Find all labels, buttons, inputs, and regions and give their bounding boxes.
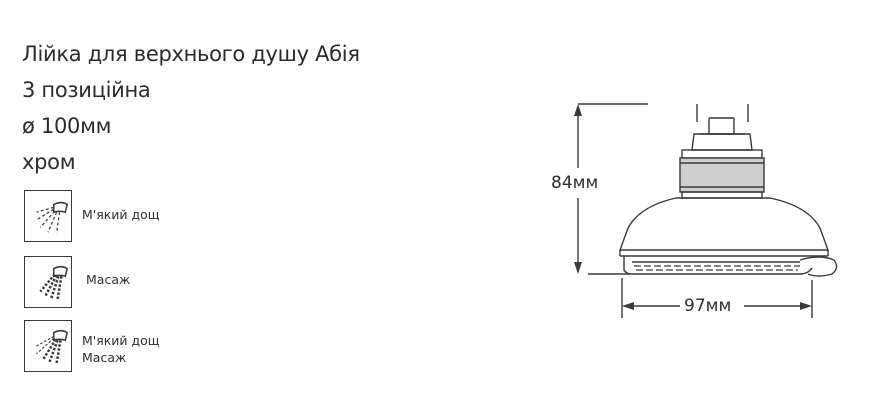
massage-icon [24,256,72,308]
swivel-collar [679,133,765,199]
product-title: Лійка для верхнього душу Абія 3 позиційн… [22,36,360,180]
mode-soft-rain-label: М'який дощ [82,207,160,222]
soft-rain-icon [24,190,72,242]
height-dimension-label: 84мм [551,173,599,193]
pipe [696,104,749,135]
product-name: Лійка для верхнього душу Абія [22,42,360,66]
head-body [619,197,838,277]
mode-soft-rain-massage-label-1: М'який дощ [82,333,160,348]
mode-soft-rain-massage-label-2: Масаж [82,350,127,365]
width-dimension-label: 97мм [684,296,732,316]
width-dimension [621,278,813,318]
product-positions: 3 позиційна [22,78,151,102]
height-dimension [577,103,648,275]
product-diameter: ø 100мм [22,114,112,138]
product-finish: хром [22,150,76,174]
soft-rain-massage-icon [24,320,72,372]
mode-massage-label: Масаж [86,272,131,287]
